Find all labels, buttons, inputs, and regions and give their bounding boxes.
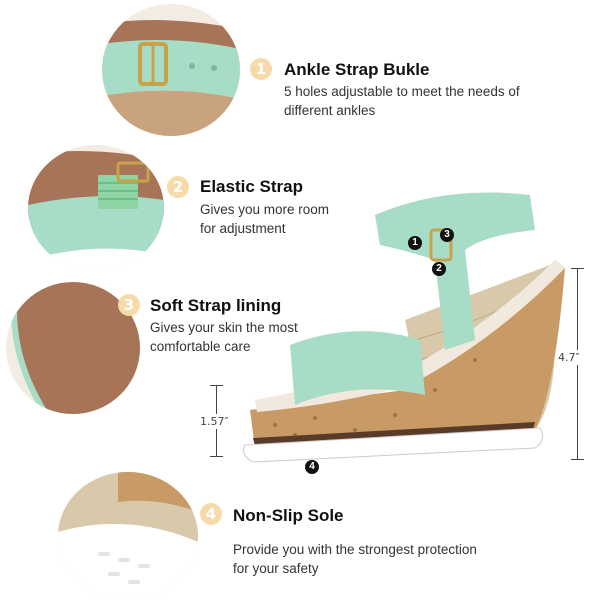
feature-3-description: Gives your skin the most comfortable car… [150, 320, 298, 354]
detail-image-strap-lining [6, 282, 140, 414]
feature-4-badge: 4 [200, 503, 222, 525]
feature-4-description: Provide you with the strongest protectio… [233, 542, 477, 576]
feature-4-title: Non-Slip Sole [233, 506, 344, 525]
feature-2-badge: 2 [167, 176, 189, 198]
total-height-cap-bottom [571, 459, 584, 460]
total-height-cap-top [571, 268, 584, 269]
feature-3-title: Soft Strap lining [150, 296, 282, 315]
total-height-label: 4.7″ [558, 350, 580, 365]
detail-image-sole [58, 472, 198, 600]
feature-2-description: Gives you more room for adjustment [200, 202, 330, 236]
marker-4: 4 [305, 460, 319, 474]
feature-3-badge: 3 [118, 294, 140, 316]
platform-height-cap-top [210, 385, 223, 386]
ankle-strap [375, 192, 535, 350]
platform-height-cap-bottom [210, 456, 223, 457]
toe-strap [290, 331, 425, 405]
sandal-product-image [235, 190, 565, 480]
marker-3: 3 [440, 228, 454, 242]
marker-2: 2 [432, 262, 446, 276]
marker-1: 1 [408, 236, 422, 250]
feature-1-badge: 1 [250, 58, 272, 80]
platform-height-label: 1.57″ [200, 414, 229, 429]
feature-2-title: Elastic Strap [200, 177, 303, 196]
feature-1-description: 5 holes adjustable to meet the needs of … [284, 84, 520, 118]
detail-image-elastic-strap [28, 145, 164, 271]
detail-image-buckle [102, 4, 240, 136]
white-outsole [243, 427, 544, 463]
feature-1-title: Ankle Strap Bukle [284, 60, 430, 79]
